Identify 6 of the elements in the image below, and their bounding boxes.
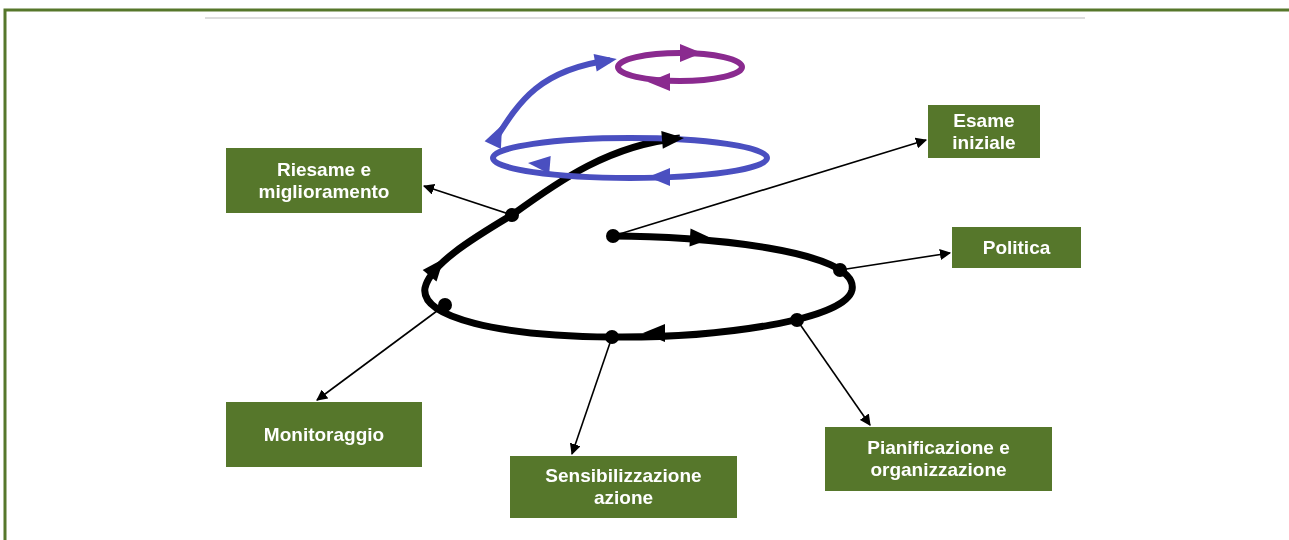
step-box: Monitoraggio [226, 402, 422, 467]
step-box: Riesame e miglioramento [226, 148, 422, 213]
step-box: Politica [952, 227, 1081, 268]
step-box: Pianificazione e organizzazione [825, 427, 1052, 491]
step-box: Esame iniziale [928, 105, 1040, 158]
step-box: Sensibilizzazione azione [510, 456, 737, 518]
